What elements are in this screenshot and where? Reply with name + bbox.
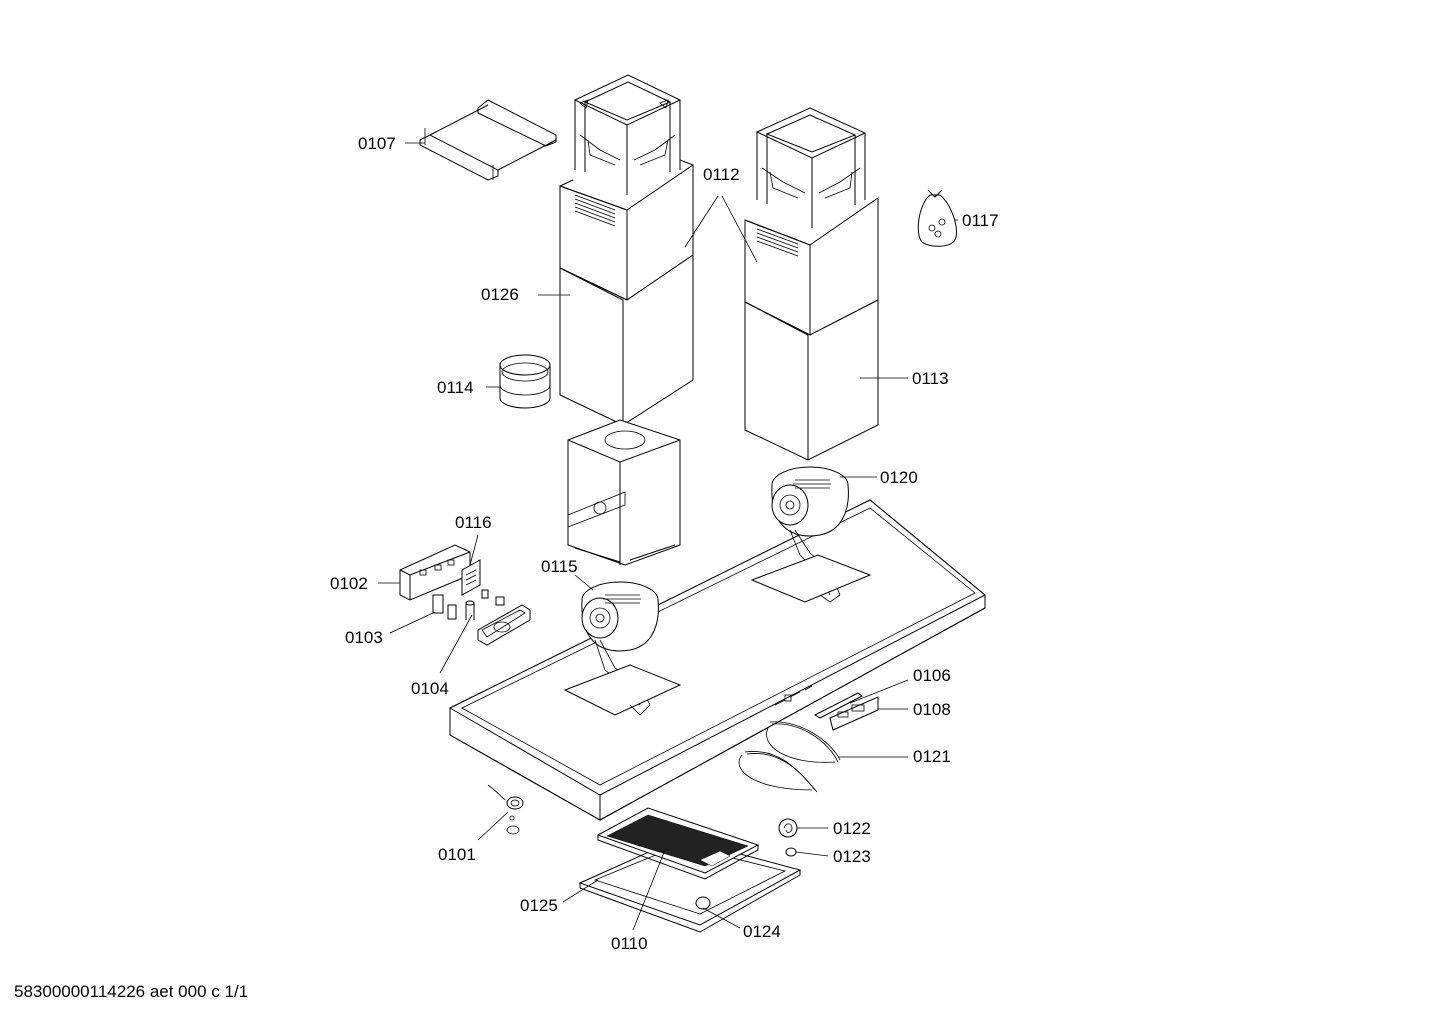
duct-connector-pipe: [499, 354, 551, 409]
cover-caps: [778, 818, 798, 857]
label-0125: 0125: [520, 896, 558, 915]
label-0110: 0110: [611, 934, 648, 953]
left-chimney-frame: [573, 74, 682, 195]
small-components: [432, 589, 505, 620]
label-0104: 0104: [411, 679, 449, 698]
document-footer: 58300000114226 aet 000 c 1/1: [14, 982, 248, 1001]
label-0114: 0114: [437, 378, 474, 397]
cable-set: [738, 721, 841, 793]
label-0117: 0117: [962, 211, 999, 230]
label-0120: 0120: [880, 468, 918, 487]
label-0126: 0126: [481, 285, 519, 304]
mounting-bracket: [419, 99, 557, 181]
part-labels: 0107 0112 0117 0126 0114 0113 0120 0116 …: [330, 134, 999, 953]
label-0121: 0121: [913, 747, 951, 766]
lamp-assembly: [487, 784, 524, 835]
screw-bag: [917, 189, 957, 247]
label-0107: 0107: [358, 134, 396, 153]
label-0122: 0122: [833, 819, 871, 838]
hood-canopy: [448, 499, 986, 821]
switch-strip: [813, 692, 879, 731]
blower-right: [750, 466, 872, 603]
label-0106: 0106: [913, 666, 951, 685]
label-0123: 0123: [833, 847, 871, 866]
filter-frame: [578, 837, 802, 933]
left-chimney-lower-cover: [559, 254, 694, 426]
label-0116: 0116: [455, 513, 492, 532]
control-module: [399, 544, 471, 601]
label-0103: 0103: [345, 628, 383, 647]
right-chimney-frame: [755, 107, 867, 228]
circuit-board: [461, 559, 481, 596]
label-0108: 0108: [913, 700, 951, 719]
label-0102: 0102: [330, 574, 368, 593]
grease-filter: [596, 807, 760, 880]
label-0124: 0124: [743, 922, 781, 941]
leader-lines: [378, 142, 958, 931]
right-chimney-lower-cover: [744, 299, 879, 461]
motor-housing-box: [567, 419, 681, 566]
label-0113: 0113: [912, 369, 949, 388]
control-panel-plate: [477, 604, 531, 646]
blower-left: [563, 581, 682, 716]
label-0115: 0115: [541, 557, 578, 576]
label-0101: 0101: [438, 845, 476, 864]
label-0112: 0112: [703, 165, 740, 184]
